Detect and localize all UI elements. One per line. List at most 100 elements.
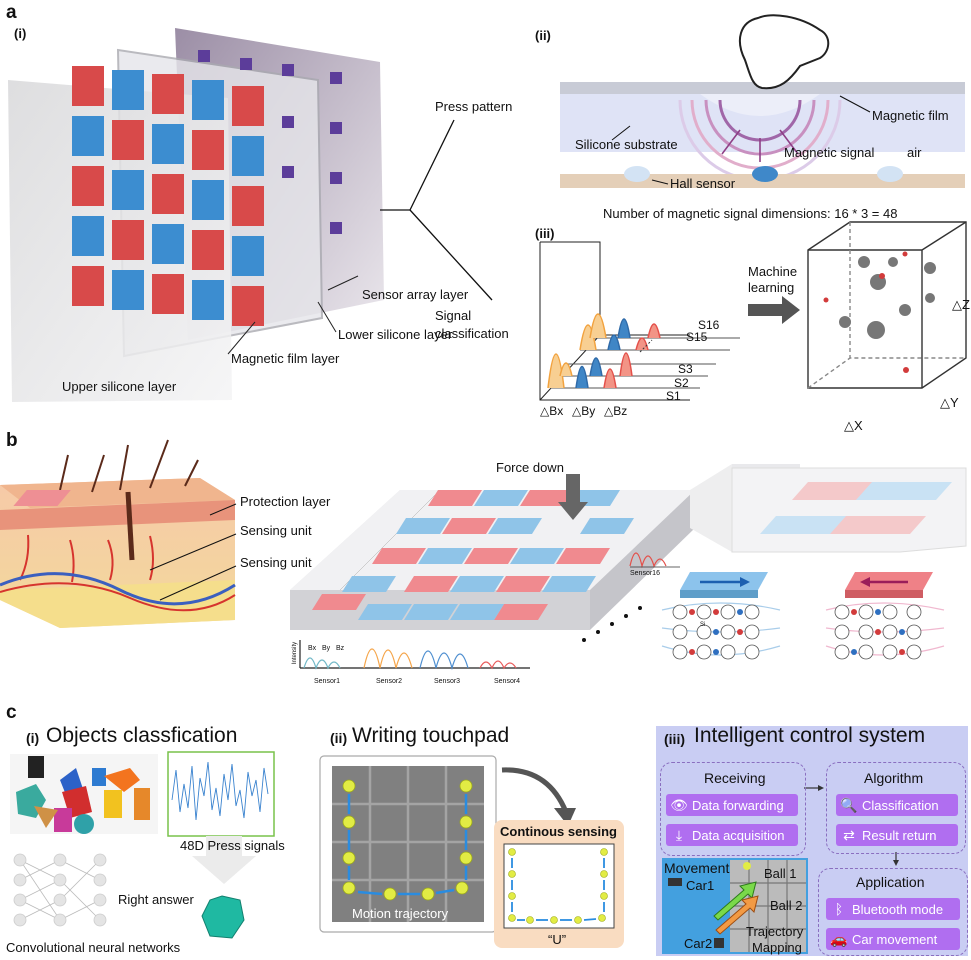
panel-a-label: a (6, 2, 17, 23)
protection-layer-label: Protection layer (240, 494, 331, 509)
panel-a-i-label: (i) (14, 26, 27, 41)
magnetic-film-layer-label: Magnetic film layer (231, 351, 340, 366)
motion-trajectory-label: Motion trajectory (352, 906, 449, 921)
car-icon: 🚗 (830, 930, 848, 947)
movement-label: Movement (664, 860, 730, 876)
magnetic-film-label: Magnetic film (872, 108, 949, 123)
ml-label-2: learning (748, 280, 795, 295)
touchpad (319, 755, 497, 933)
cnn-label: Convolutional neural networks (6, 940, 181, 955)
sensor2-label: Sensor2 (376, 678, 403, 685)
sensor-s15: S15 (686, 330, 708, 344)
air-label: air (907, 145, 922, 160)
application-group (818, 868, 968, 956)
mapping-label: Mapping (752, 940, 802, 955)
data-forwarding-button[interactable]: 👁Data forwarding (666, 794, 798, 816)
by-label: By (322, 645, 331, 652)
sensor3-label: Sensor3 (434, 678, 461, 685)
branch-lines (380, 119, 493, 301)
press-signal-chart (167, 751, 275, 837)
3d-cube (807, 221, 967, 389)
result-icon: ⇄ (843, 826, 855, 843)
cnn-diagram (13, 853, 107, 927)
axis-z: △Z (952, 297, 970, 312)
classification-button[interactable]: 🔍Classification (836, 794, 958, 816)
bz-label: Bz (336, 645, 345, 652)
sensor16-label: Sensor16 (630, 570, 660, 577)
car-movement-label: Car movement (852, 931, 938, 947)
right-answer-label: Right answer (118, 892, 194, 907)
bx-label: Bx (308, 645, 317, 652)
upper-silicone-label: Upper silicone layer (62, 379, 177, 394)
dimensions-label: Number of magnetic signal dimensions: 16… (603, 206, 898, 221)
si-atom-label: Si (700, 622, 706, 628)
touchpad-title: Writing touchpad (352, 724, 510, 747)
lower-silicone-label: Lower silicone layer (338, 327, 453, 342)
force-down-label: Force down (496, 460, 564, 475)
ball1-label: Ball 1 (764, 866, 797, 881)
car1-label: Car1 (686, 878, 715, 893)
continuous-sensing-box (494, 820, 624, 948)
car2-label: Car2 (684, 936, 713, 951)
silicone-substrate-label: Silicone substrate (575, 137, 678, 152)
c-i-label: (i) (26, 730, 40, 746)
signal-plot (539, 241, 740, 401)
ball2-label: Ball 2 (770, 898, 803, 913)
answer-shape (201, 895, 245, 939)
sensor1-label: Sensor1 (314, 678, 341, 685)
result-return-button[interactable]: ⇄ Result return (836, 824, 958, 846)
axis-by: △By (572, 404, 596, 418)
sensor-s2: S2 (674, 376, 689, 390)
intensity-label: Intensity (292, 641, 299, 665)
sensor-s3: S3 (678, 362, 693, 376)
classification-label: Classification (862, 797, 939, 813)
signal-label: Signal (435, 308, 472, 323)
ml-label-1: Machine (748, 264, 798, 279)
algorithm-group (826, 762, 966, 854)
ml-arrow (748, 296, 800, 324)
sensor-array-label: Sensor array layer (362, 287, 469, 302)
axis-bx: △Bx (540, 404, 564, 418)
sensor-s1: S1 (666, 389, 681, 403)
download-icon: ⤓ (675, 826, 683, 843)
magnetic-signal-label: Magnetic signal (784, 145, 875, 160)
receiving-label: Receiving (704, 770, 766, 786)
force-arrow (558, 474, 588, 520)
continuous-sensing-label: Continous sensing (500, 824, 617, 839)
axis-bz: △Bz (604, 404, 628, 418)
layer-stack (8, 28, 384, 402)
panel-b-label: b (6, 430, 18, 451)
press-pattern-label: Press pattern (435, 99, 513, 114)
data-forwarding-label: Data forwarding (692, 797, 784, 813)
bluetooth-icon: ᛒ (834, 901, 844, 917)
application-label: Application (856, 874, 925, 890)
receiving-group (660, 762, 806, 856)
sensing-unit-label-2: Sensing unit (240, 555, 312, 570)
panel-a-iii-label: (iii) (535, 226, 555, 241)
movement-image (662, 858, 808, 954)
letter-u-label: “U” (548, 932, 567, 947)
panel-c-label: c (6, 702, 17, 723)
axis-y: △Y (940, 395, 959, 410)
data-acquisition-button[interactable]: ⤓ Data acquisition (666, 824, 798, 846)
trajectory-label: Trajectory (746, 924, 804, 939)
objects-title: Objects classfication (46, 724, 238, 747)
car-movement-button[interactable]: 🚗Car movement (826, 928, 960, 950)
intensity-plot (299, 640, 530, 671)
dipole-panels (661, 572, 945, 660)
zoom-inset (690, 464, 967, 553)
panel-a-ii-label: (ii) (535, 28, 551, 43)
cross-section (560, 14, 965, 188)
sensor-board (13, 474, 695, 642)
classification-label: classification (435, 326, 509, 341)
sensing-unit-label-1: Sensing unit (240, 523, 312, 538)
data-acquisition-label: Data acquisition (692, 827, 785, 843)
hall-sensor-label: Hall sensor (670, 176, 736, 191)
c-ii-label: (ii) (330, 730, 348, 746)
algorithm-label: Algorithm (864, 770, 924, 786)
result-return-label: Result return (862, 827, 937, 843)
press-signals-label: 48D Press signals (180, 838, 285, 853)
skin-model (0, 439, 237, 628)
